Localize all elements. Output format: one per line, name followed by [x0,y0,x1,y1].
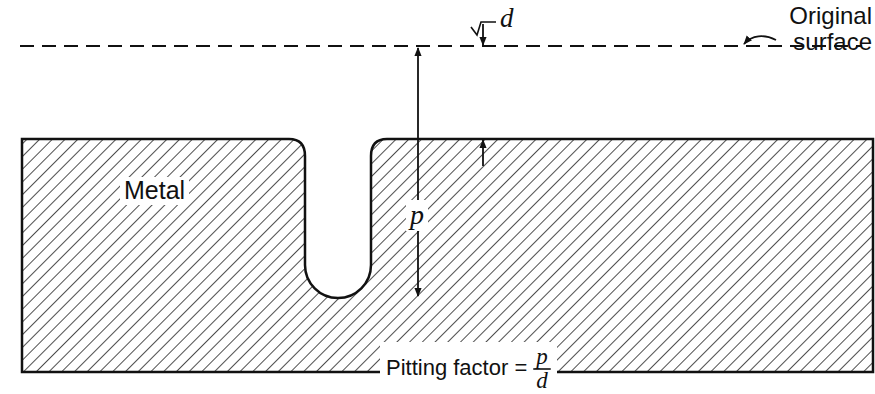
fraction-denominator: d [536,368,548,393]
d-arrow-bottom [482,140,484,166]
surface-leader-arrow [744,36,776,44]
dimension-symbol: p [406,200,428,231]
fraction-numerator: p [536,344,548,369]
fraction-bar [533,368,551,370]
formula-text: Pitting factor = [386,356,527,380]
surface-label: Original surface [768,3,872,56]
original-surface-line [20,45,862,47]
dimension-symbol: d [500,4,514,34]
metal-body [22,139,873,372]
p-dimension-arrow [417,48,419,296]
d-leader [471,22,496,35]
d-arrow-top [482,24,484,45]
material-label: Metal [120,177,189,205]
